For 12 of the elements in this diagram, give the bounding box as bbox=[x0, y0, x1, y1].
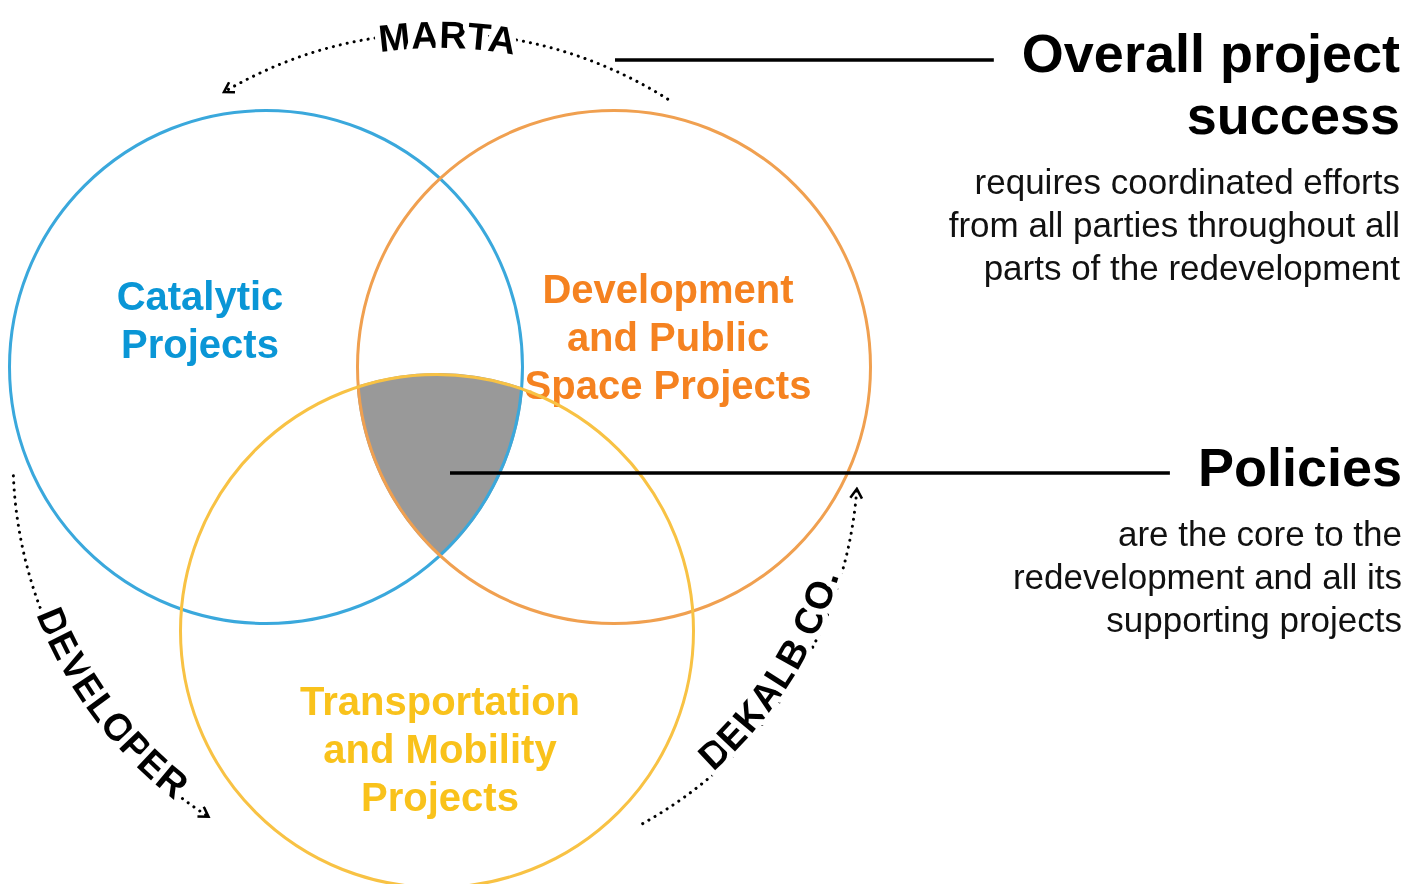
dotted-arrow bbox=[11, 474, 210, 819]
description: are the core to the redevelopment and all its supporting projects bbox=[1011, 513, 1402, 641]
circle-label: Development and Public Space Projects bbox=[523, 266, 813, 409]
description: requires coordinated efforts from all parties throughout all parts of the redevelopment bbox=[947, 161, 1400, 289]
circle-label: Catalytic Projects bbox=[115, 273, 285, 368]
circle-label: Transportation and Mobility Projects bbox=[299, 678, 581, 821]
heading: Overall project success bbox=[1020, 22, 1400, 146]
edge-label: MARTA bbox=[376, 13, 520, 63]
dotted-arrow bbox=[641, 487, 863, 826]
heading: Policies bbox=[1196, 436, 1402, 498]
leader-line bbox=[450, 471, 1170, 475]
leader-line bbox=[615, 58, 994, 62]
